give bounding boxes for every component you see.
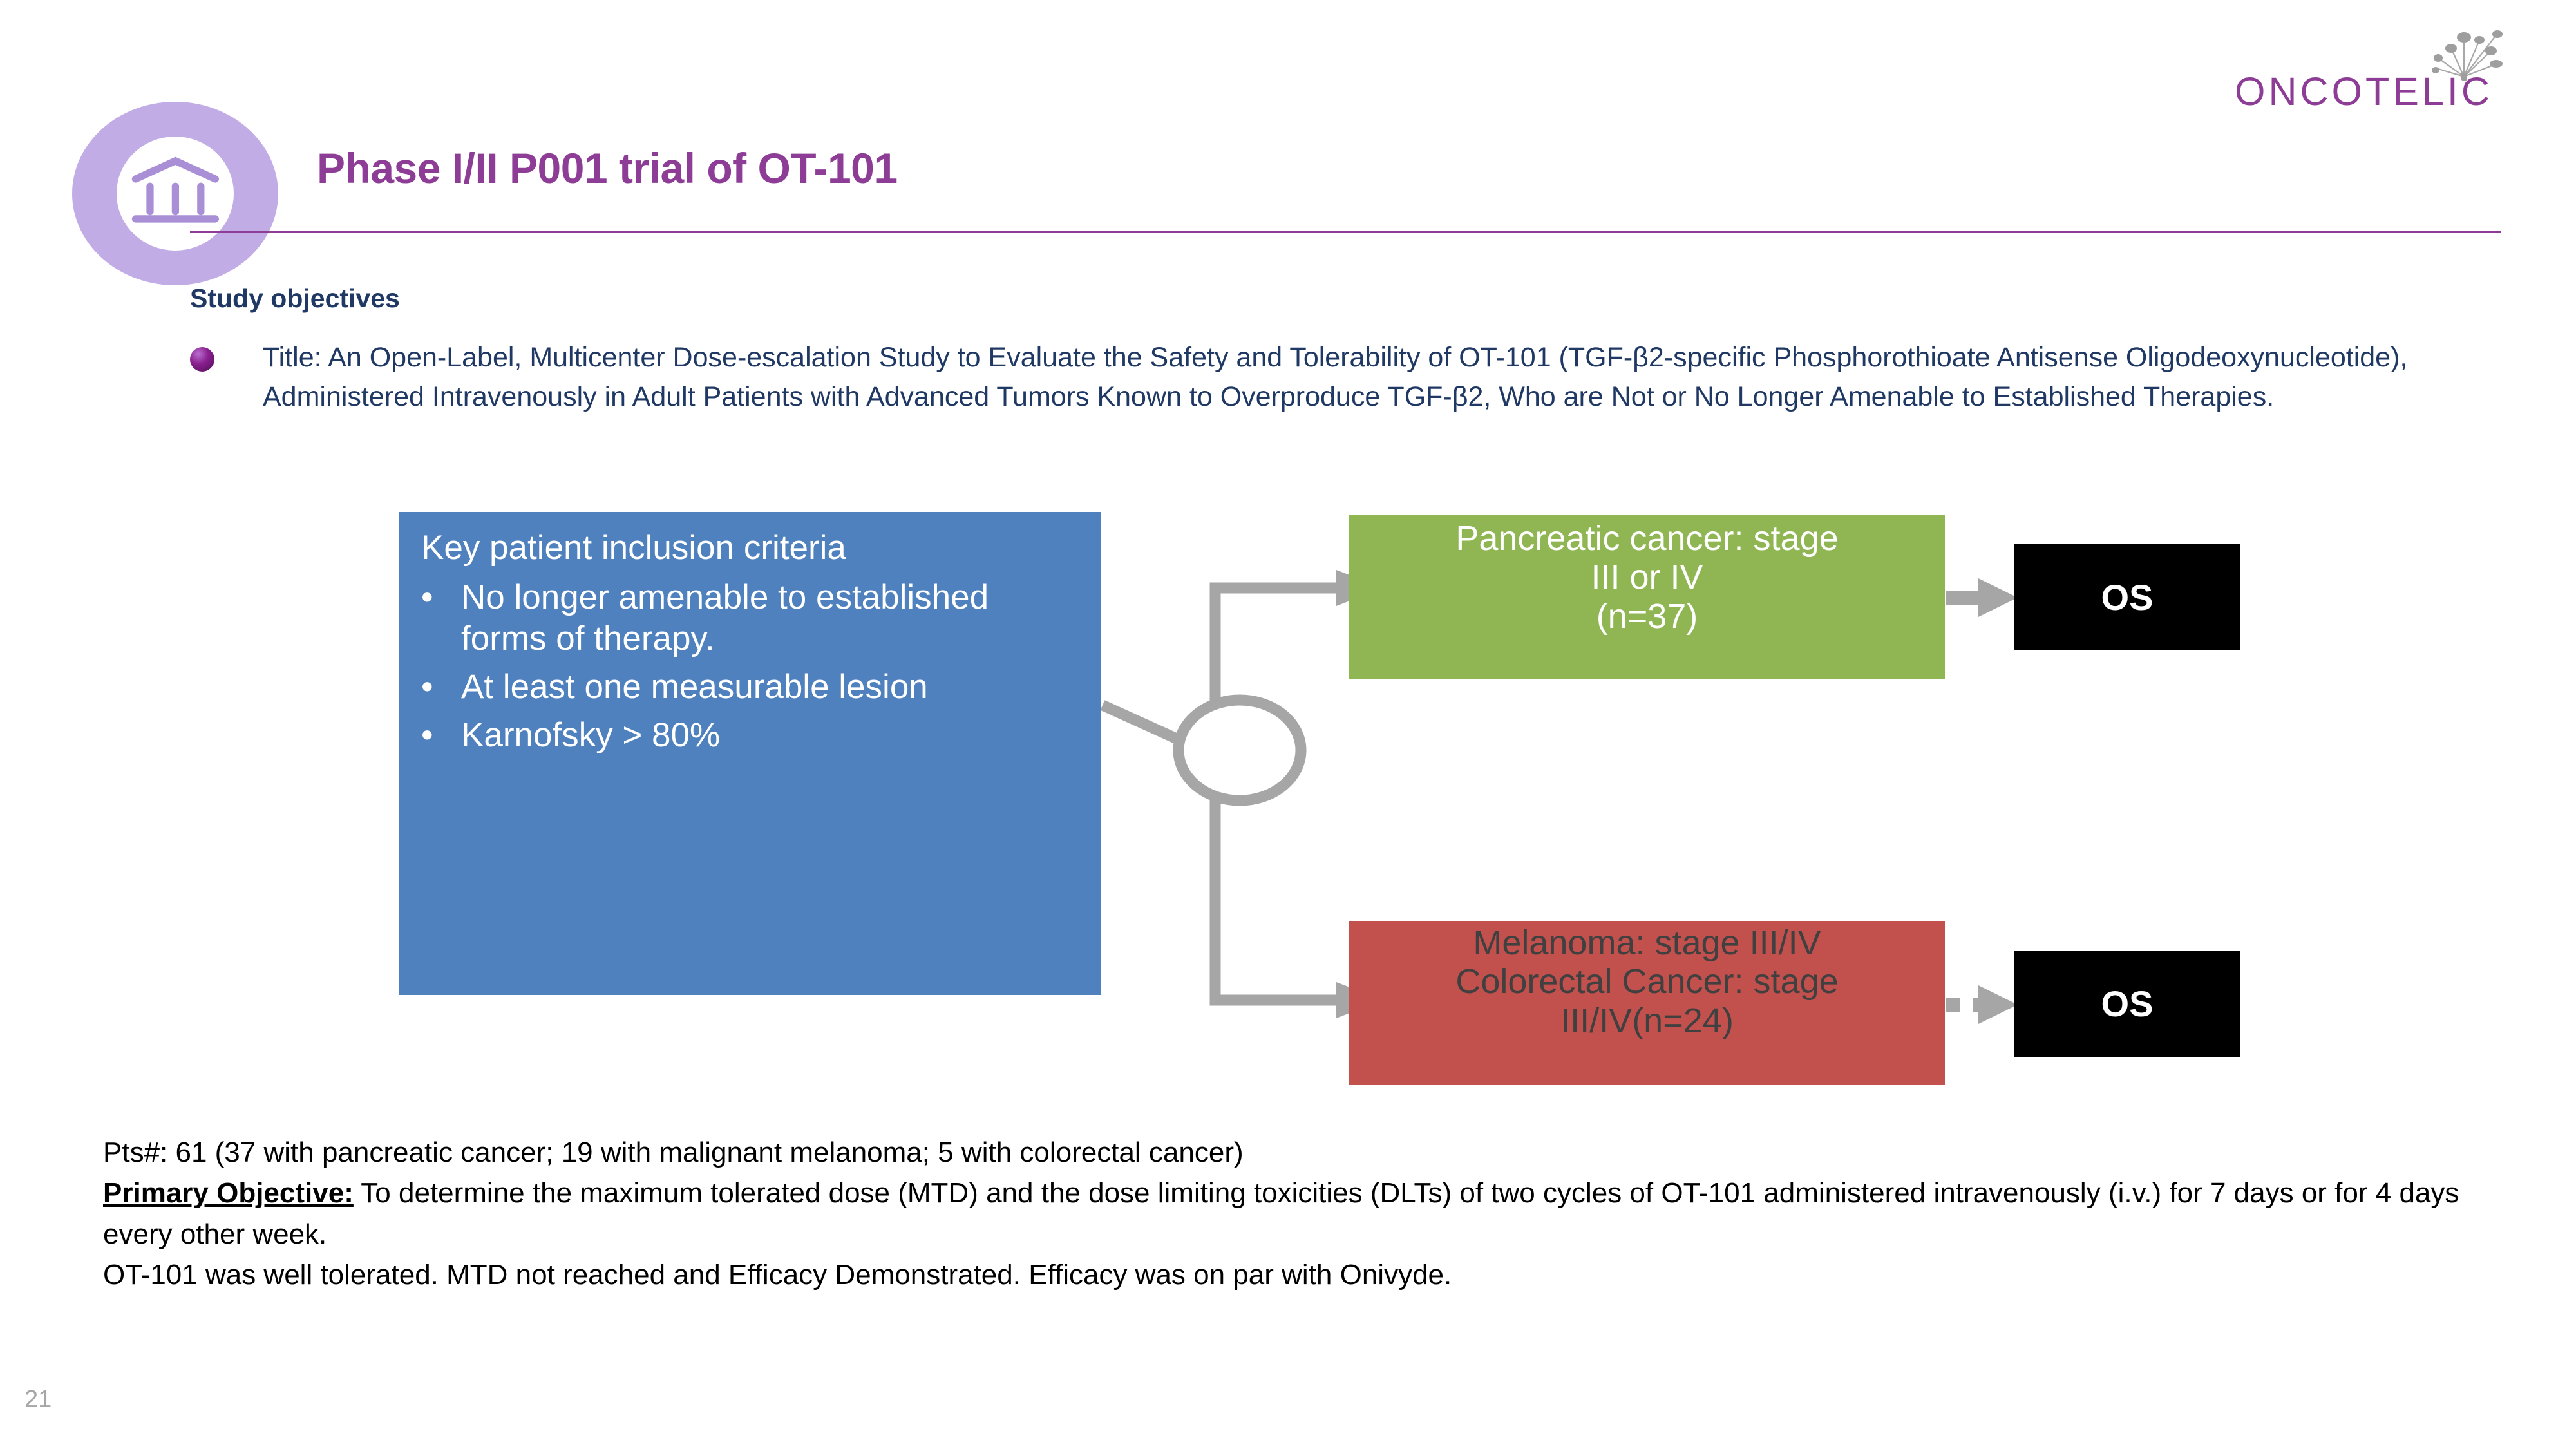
melanoma-line-1: Melanoma: stage III/IV xyxy=(1473,923,1821,962)
page-title: Phase I/II P001 trial of OT-101 xyxy=(317,144,898,192)
pancreatic-line-3: (n=37) xyxy=(1596,596,1698,636)
inclusion-criteria-item: • At least one measurable lesion xyxy=(421,667,1079,708)
arrowhead-melanoma-os xyxy=(1978,985,2018,1024)
inclusion-criteria-item-text: Karnofsky > 80% xyxy=(461,715,721,754)
melanoma-line-2: Colorectal Cancer: stage xyxy=(1455,962,1839,1001)
bank-building-icon xyxy=(131,156,219,223)
connector-blue-to-junction xyxy=(1100,700,1186,747)
inclusion-criteria-title: Key patient inclusion criteria xyxy=(421,529,846,567)
bullet-glyph: • xyxy=(421,667,433,706)
connector-junction-to-melanoma xyxy=(1209,800,1343,1006)
pancreatic-cohort-box: Pancreatic cancer: stage III or IV (n=37… xyxy=(1349,515,1945,679)
primary-objective-label: Primary Objective: xyxy=(103,1177,354,1209)
pancreatic-line-1: Pancreatic cancer: stage xyxy=(1455,519,1839,558)
bullet-glyph: • xyxy=(421,715,433,754)
pancreatic-line-2: III or IV xyxy=(1591,558,1703,597)
primary-objective-text: To determine the maximum tolerated dose … xyxy=(103,1177,2459,1250)
inclusion-criteria-item: • Karnofsky > 80% xyxy=(421,715,1079,757)
title-badge xyxy=(72,102,278,285)
melanoma-line-3: III/IV(n=24) xyxy=(1560,1001,1734,1040)
objective-text: Title: An Open-Label, Multicenter Dose-e… xyxy=(263,342,2408,413)
inclusion-criteria-item-text: At least one measurable lesion xyxy=(461,667,928,706)
inclusion-criteria-item: • No longer amenable to established form… xyxy=(421,577,1079,660)
connector-junction-to-pancreatic xyxy=(1209,582,1343,701)
bullet-glyph: • xyxy=(421,578,433,616)
purple-sphere-bullet-icon xyxy=(190,347,214,372)
header-divider xyxy=(190,231,2501,233)
os-endpoint-box-bottom: OS xyxy=(2014,951,2240,1057)
footer-line-patients: Pts#: 61 (37 with pancreatic cancer; 19 … xyxy=(103,1137,1244,1168)
oncotelic-logo: ONCOTELIC xyxy=(2235,16,2505,113)
inclusion-criteria-box: Key patient inclusion criteria • No long… xyxy=(399,512,1101,995)
brand-wordmark: ONCOTELIC xyxy=(2235,70,2493,113)
os-endpoint-box-top: OS xyxy=(2014,544,2240,650)
objectives-heading: Study objectives xyxy=(190,283,400,313)
page-number: 21 xyxy=(24,1386,52,1413)
footer-line-primary-objective: Primary Objective: To determine the maxi… xyxy=(103,1173,2486,1255)
melanoma-colorectal-cohort-box: Melanoma: stage III/IV Colorectal Cancer… xyxy=(1349,921,1945,1085)
footer-line-conclusion: OT-101 was well tolerated. MTD not reach… xyxy=(103,1259,1452,1291)
footer-text-block: Pts#: 61 (37 with pancreatic cancer; 19 … xyxy=(103,1132,2486,1295)
dandelion-icon xyxy=(2432,30,2503,80)
ellipse-junction-node xyxy=(1173,694,1307,806)
inclusion-criteria-item-text: No longer amenable to established forms … xyxy=(461,578,989,658)
arrowhead-pancreatic-os xyxy=(1978,578,2018,617)
